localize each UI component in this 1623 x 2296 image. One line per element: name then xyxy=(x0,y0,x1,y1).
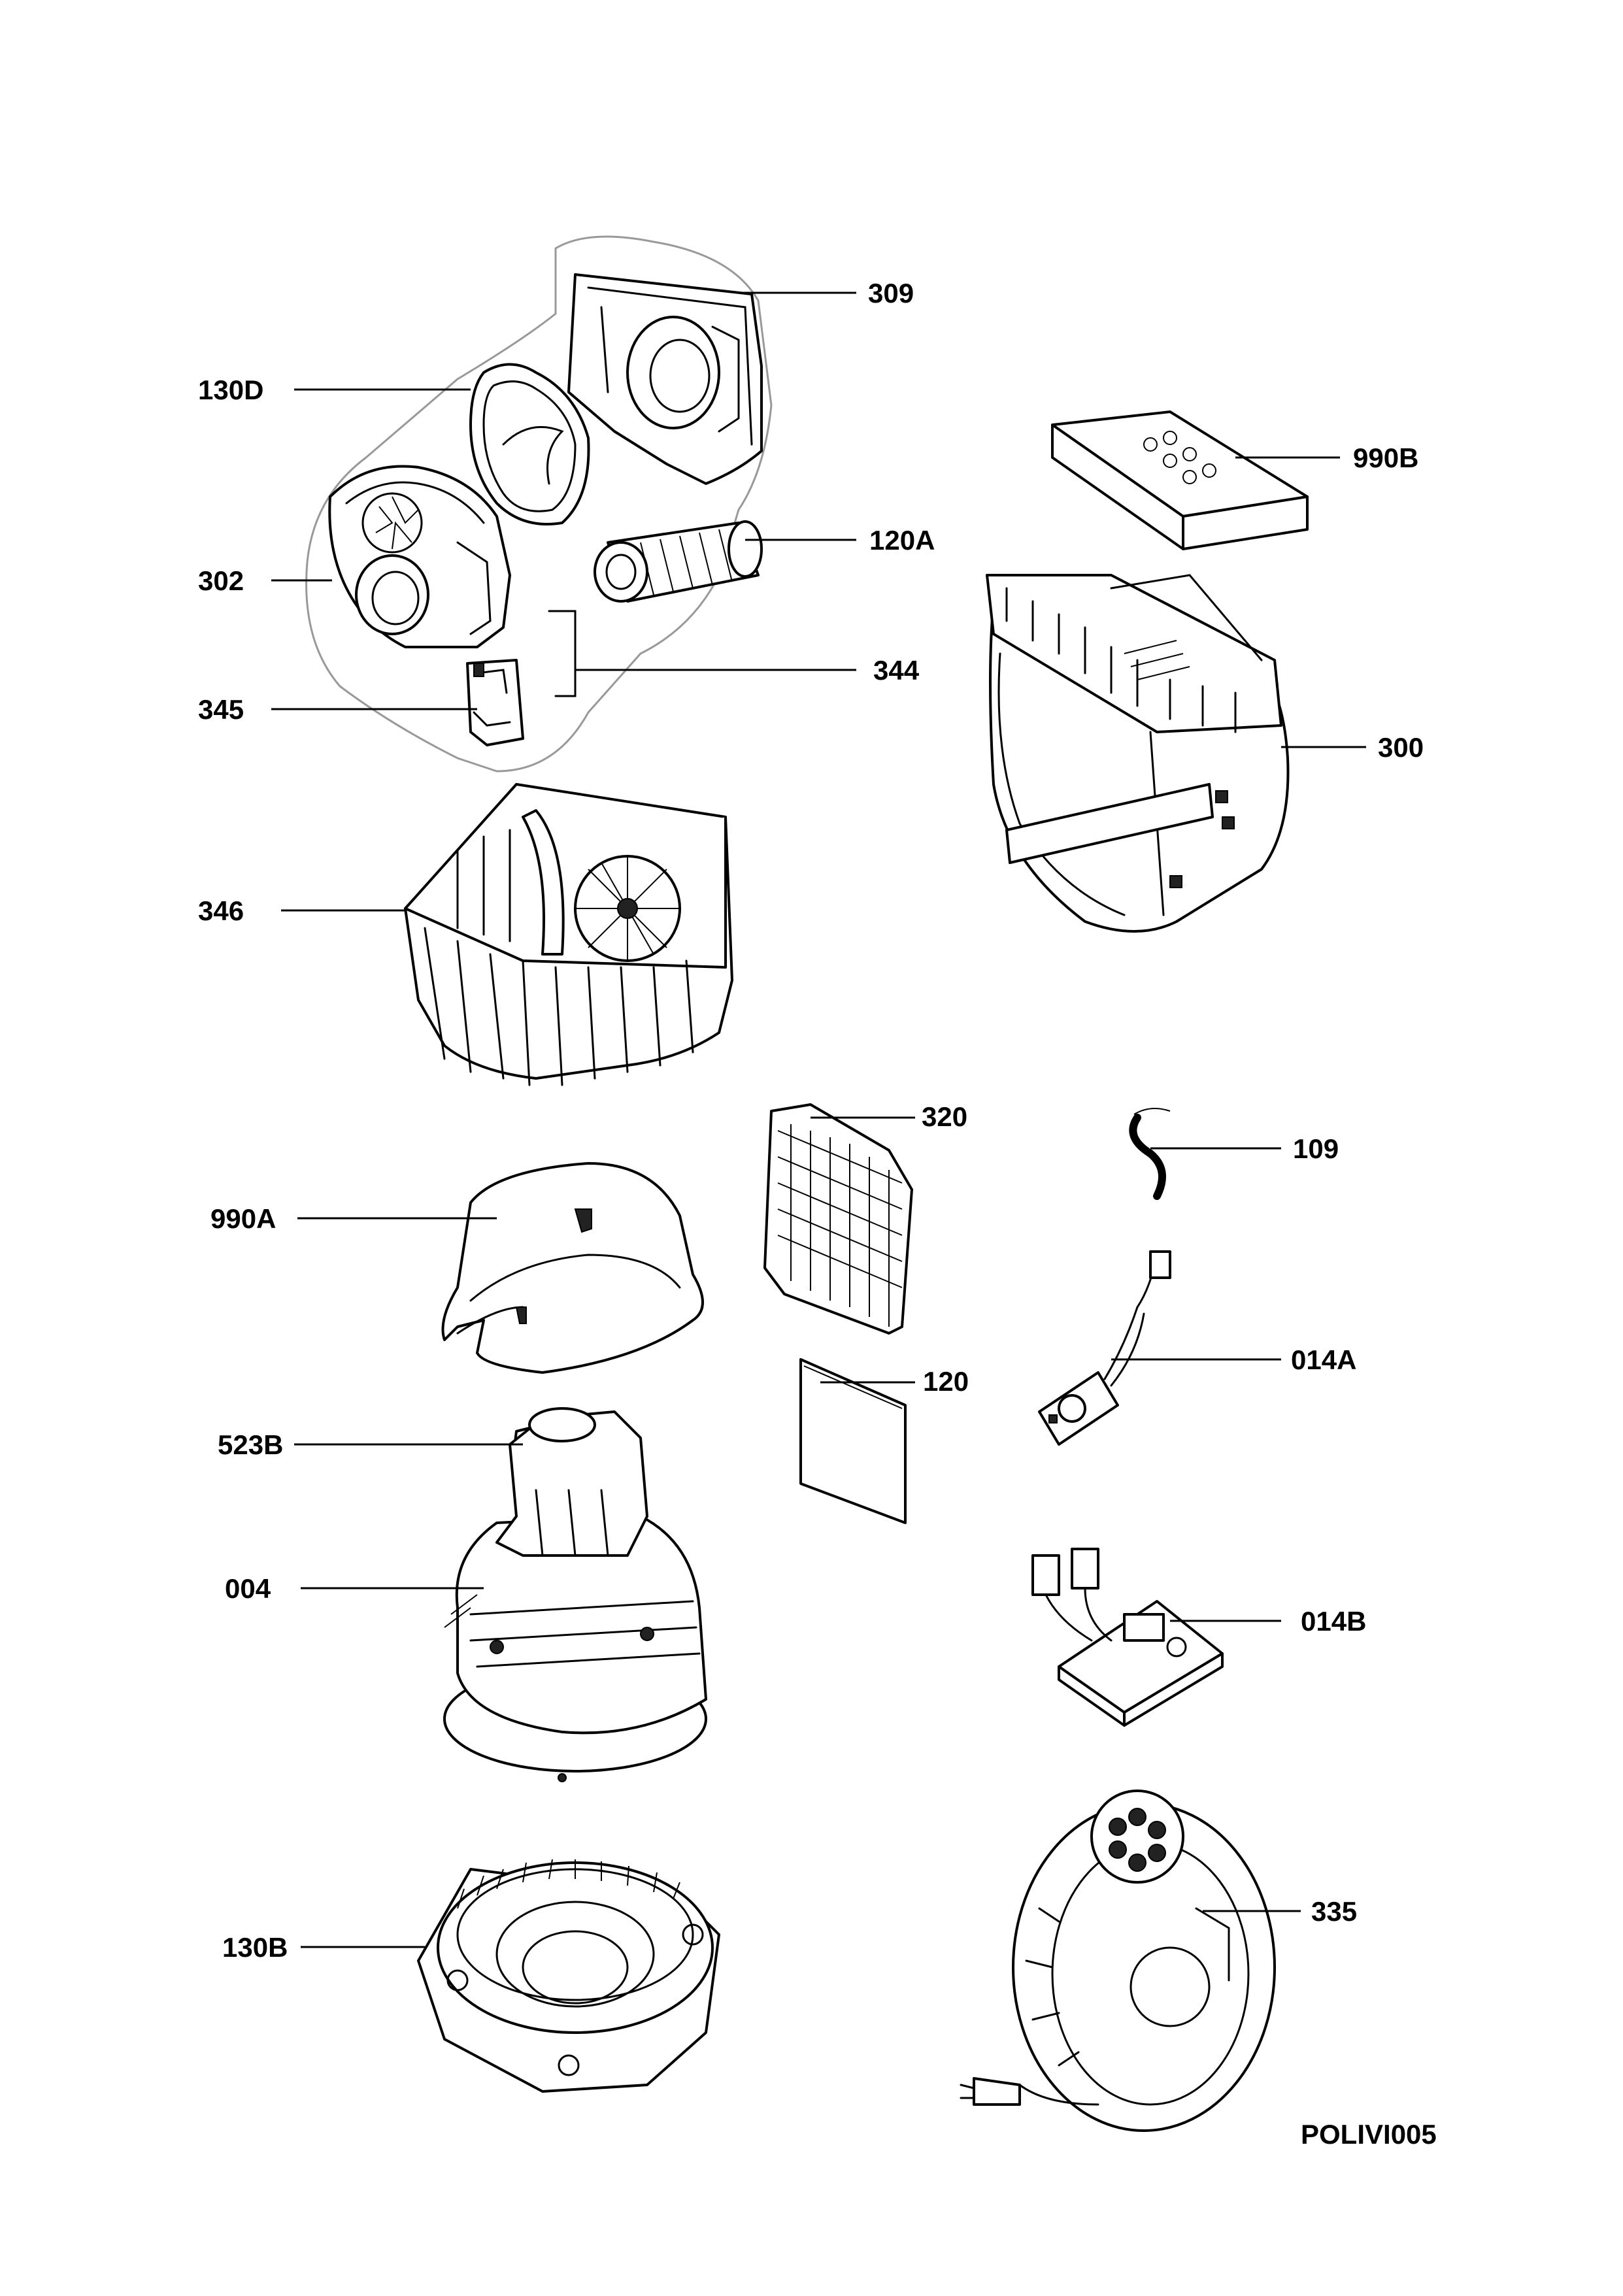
part-label-300: 300 xyxy=(1378,732,1424,763)
part-130B-drawing xyxy=(417,1859,720,2093)
part-990A-drawing xyxy=(441,1162,704,1374)
filter-assembly-group-outline xyxy=(305,235,773,773)
part-label-346: 346 xyxy=(198,895,244,926)
part-label-990B: 990B xyxy=(1353,442,1419,473)
part-344-drawing xyxy=(548,610,577,697)
part-label-014B: 014B xyxy=(1301,1606,1367,1637)
part-label-014A: 014A xyxy=(1291,1344,1357,1375)
part-label-130D: 130D xyxy=(198,374,264,405)
part-label-990A: 990A xyxy=(210,1203,276,1234)
part-label-109: 109 xyxy=(1293,1133,1339,1164)
part-label-302: 302 xyxy=(198,565,244,596)
part-004-drawing xyxy=(443,1407,707,1782)
part-label-130B: 130B xyxy=(222,1932,288,1963)
part-302-drawing xyxy=(328,465,511,648)
part-109-drawing xyxy=(1129,1108,1171,1200)
document-code: POLIVI005 xyxy=(1301,2119,1437,2150)
part-346-drawing xyxy=(404,783,733,1086)
part-120-drawing xyxy=(799,1358,907,1524)
part-014A-drawing xyxy=(1038,1250,1171,1446)
leader-lines xyxy=(271,291,1366,1948)
part-309-drawing xyxy=(567,273,763,485)
part-label-335: 335 xyxy=(1311,1896,1358,1927)
part-label-120: 120 xyxy=(923,1366,969,1397)
part-014B-drawing xyxy=(1031,1548,1224,1727)
part-label-523B: 523B xyxy=(218,1429,284,1460)
part-label-120A: 120A xyxy=(869,525,935,556)
part-345-drawing xyxy=(466,659,524,746)
part-320-drawing xyxy=(763,1103,913,1335)
part-335-drawing xyxy=(960,1789,1276,2132)
part-130D-drawing xyxy=(469,363,590,525)
part-label-320: 320 xyxy=(922,1101,968,1132)
part-120A-drawing xyxy=(594,520,763,603)
part-label-004: 004 xyxy=(225,1573,271,1604)
part-label-309: 309 xyxy=(868,278,914,308)
part-label-345: 345 xyxy=(198,694,244,725)
part-300-drawing xyxy=(986,574,1290,933)
part-label-344: 344 xyxy=(873,655,920,686)
part-990B-drawing xyxy=(1051,410,1309,550)
